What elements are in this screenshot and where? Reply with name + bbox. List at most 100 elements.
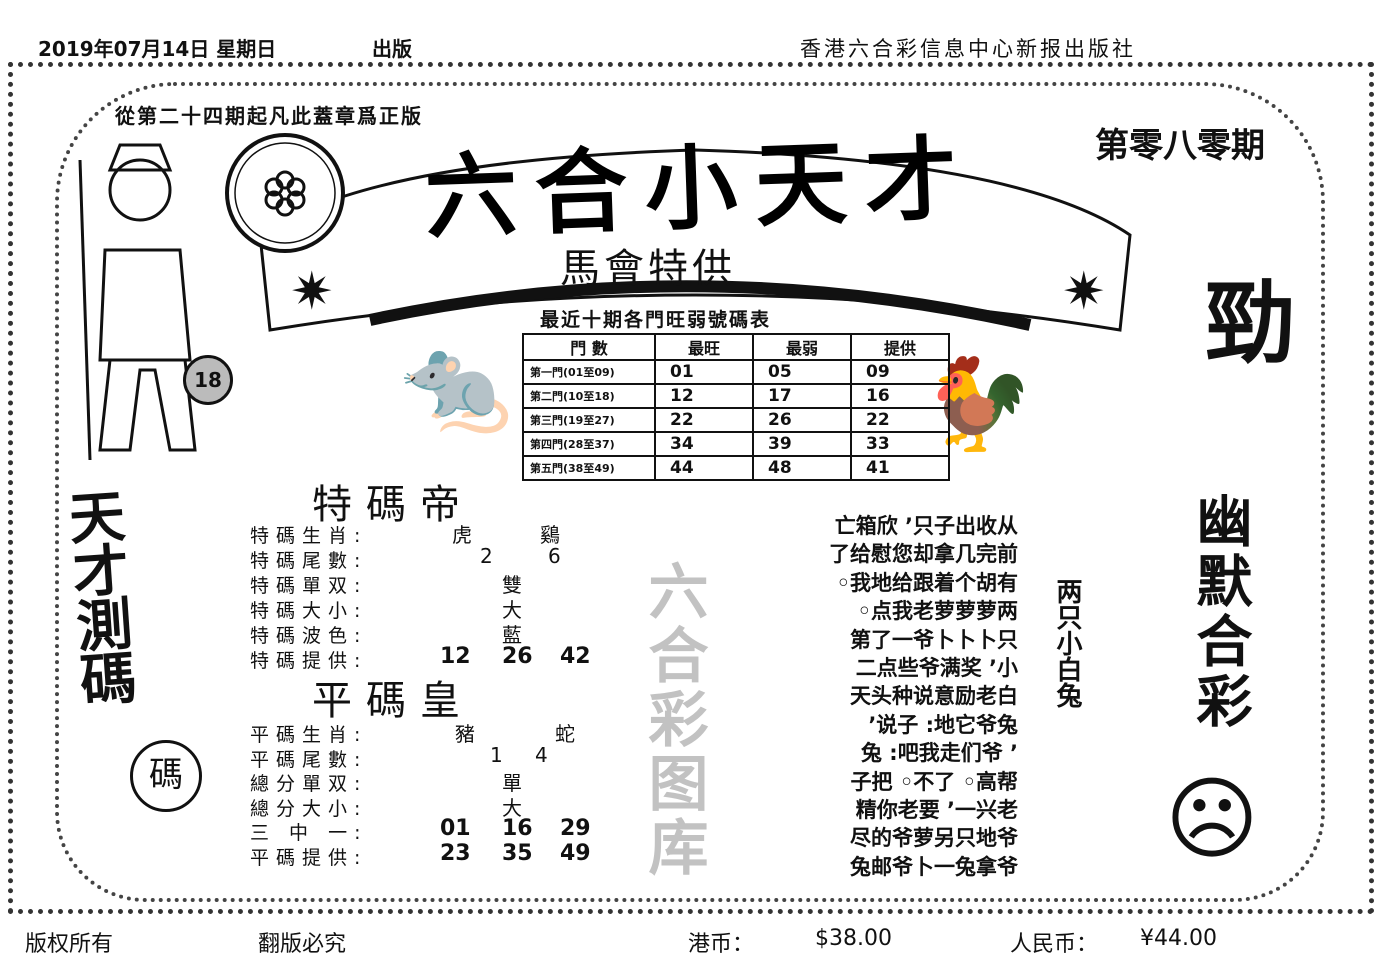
published-label: 出版 (372, 37, 412, 61)
row-value: 6 (548, 544, 561, 568)
row-label: 特碼生肖: (250, 525, 368, 547)
title-banner (258, 148, 1132, 332)
rmb-label: 人民币： (1010, 932, 1099, 957)
column-header: 最弱 (752, 333, 852, 361)
row-value: 26 (502, 644, 533, 669)
hkd-price: $38.00 (815, 926, 892, 951)
poem-line: ’说子 :地它爷兔 (868, 712, 1018, 737)
special-title: 特碼帝 (312, 482, 474, 528)
publisher-name: 香港六合彩信息中心新报出版社 (800, 37, 1136, 61)
column-header: 門 數 (522, 333, 656, 361)
pick-cell: 41 (850, 455, 950, 481)
row-value: 4 (535, 742, 548, 767)
main-title: 六合小天才 (423, 124, 977, 252)
row-value: 蛇 (555, 722, 575, 746)
row-label: 平碼生肖: (250, 724, 368, 746)
hot-cell: 12 (654, 383, 754, 409)
cold-cell: 39 (752, 431, 852, 457)
issue-date: 2019年07月14日 星期日 (38, 37, 277, 61)
row-value: 雙 (502, 573, 522, 597)
table-header-row: 門 數 最旺 最弱 提供 (522, 333, 950, 361)
row-value: 42 (560, 644, 591, 669)
table-title: 最近十期各門旺弱號碼表 (540, 309, 772, 331)
poem-line: 天头种说意励老白 (850, 684, 1018, 709)
row-value: 35 (502, 840, 533, 866)
poem-text: 亡箱欣 ’只子出收从了给慰您却拿几完前 ◦我地给跟着个胡有 ◦点我老萝萝萝两第了一爷… (752, 512, 1018, 881)
row-label: 特碼單双: (250, 575, 368, 597)
row-label: 特碼大小: (250, 600, 368, 622)
compass-star-icon: ✷ (1062, 262, 1106, 322)
official-stamp (225, 133, 345, 253)
poem-line: 第了一爷卜卜卜只 (850, 627, 1018, 652)
hot-cell: 44 (654, 455, 754, 481)
subtitle: 馬會特供 (560, 246, 736, 292)
number-ball: 18 (183, 355, 233, 405)
row-value: 大 (502, 598, 522, 622)
hot-cell: 34 (654, 431, 754, 457)
hkd-label: 港币： (688, 932, 755, 957)
column-header: 最旺 (654, 333, 754, 361)
row-label: 三 中 一: (250, 822, 368, 844)
row-value: 虎 (452, 523, 472, 547)
outer-border (8, 62, 1374, 914)
poem-line: 了给慰您却拿几完前 (829, 542, 1018, 567)
row-label: 特碼波色: (250, 625, 368, 647)
cold-cell: 17 (752, 383, 852, 409)
row-value: 鷄 (540, 523, 560, 547)
row-label: 特碼尾數: (250, 550, 368, 572)
side-slogan-right: 幽默合彩 (1187, 492, 1253, 732)
poem-line: ◦点我老萝萝萝两 (857, 599, 1018, 624)
column-header: 提供 (850, 333, 950, 361)
poem-line: ◦我地给跟着个胡有 (836, 570, 1018, 595)
row-value: 49 (560, 840, 591, 866)
row-label: 第二門(10至18) (522, 383, 656, 409)
row-label: 第五門(38至49) (522, 455, 656, 481)
hot-cell: 01 (654, 359, 754, 385)
row-label: 第一門(01至09) (522, 359, 656, 385)
poem-line: 尽的爷萝另只地爷 (850, 826, 1018, 851)
poem-line: 亡箱欣 ’只子出收从 (834, 514, 1018, 538)
row-label: 特碼提供: (250, 650, 368, 672)
rmb-price: ¥44.00 (1140, 926, 1217, 951)
poem-line: 子把 ◦不了 ◦高帮 (850, 769, 1018, 794)
row-label: 總分單双: (250, 773, 368, 795)
poem-line: 精你老要 ’一兴老 (855, 798, 1018, 823)
poem-line: 兔 :吧我走们爷 ’ (861, 741, 1018, 766)
cold-cell: 48 (752, 455, 852, 481)
pirate-cartoon-icon: ☹ (1165, 767, 1259, 872)
pick-cell: 09 (850, 359, 950, 385)
row-value: 大 (502, 795, 522, 820)
pick-cell: 22 (850, 407, 950, 433)
cold-cell: 26 (752, 407, 852, 433)
row-value: 豬 (455, 722, 475, 746)
row-value: 29 (560, 816, 591, 841)
pick-cell: 33 (850, 431, 950, 457)
rat-icon: 🐀 (400, 332, 513, 437)
cold-cell: 05 (752, 359, 852, 385)
poem-title: 两只小白兔 (1052, 578, 1082, 708)
row-value: 23 (440, 840, 471, 866)
compass-star-icon: ✷ (290, 262, 334, 322)
poem-line: 兔邮爷卜一兔拿爷 (850, 854, 1018, 879)
starburst-text: 勁 (1205, 270, 1295, 376)
hot-cell: 22 (654, 407, 754, 433)
hunter-cartoon-icon (78, 143, 197, 461)
poem-line: 二点些爷满奖 ’小 (855, 656, 1018, 681)
row-value: 16 (502, 816, 533, 841)
authenticity-notice: 從第二十四期起凡此蓋章爲正版 (115, 104, 423, 128)
code-badge: 碼 (130, 740, 202, 812)
row-label: 第三門(19至27) (522, 407, 656, 433)
row-value: 1 (490, 742, 503, 767)
copyright-text: 版权所有 (25, 932, 114, 957)
regular-title: 平碼皇 (312, 678, 474, 724)
pick-cell: 16 (850, 383, 950, 409)
row-label: 平碼提供: (250, 846, 368, 869)
row-value: 藍 (502, 623, 522, 647)
row-label: 平碼尾數: (250, 748, 368, 771)
row-value: 2 (480, 544, 493, 568)
